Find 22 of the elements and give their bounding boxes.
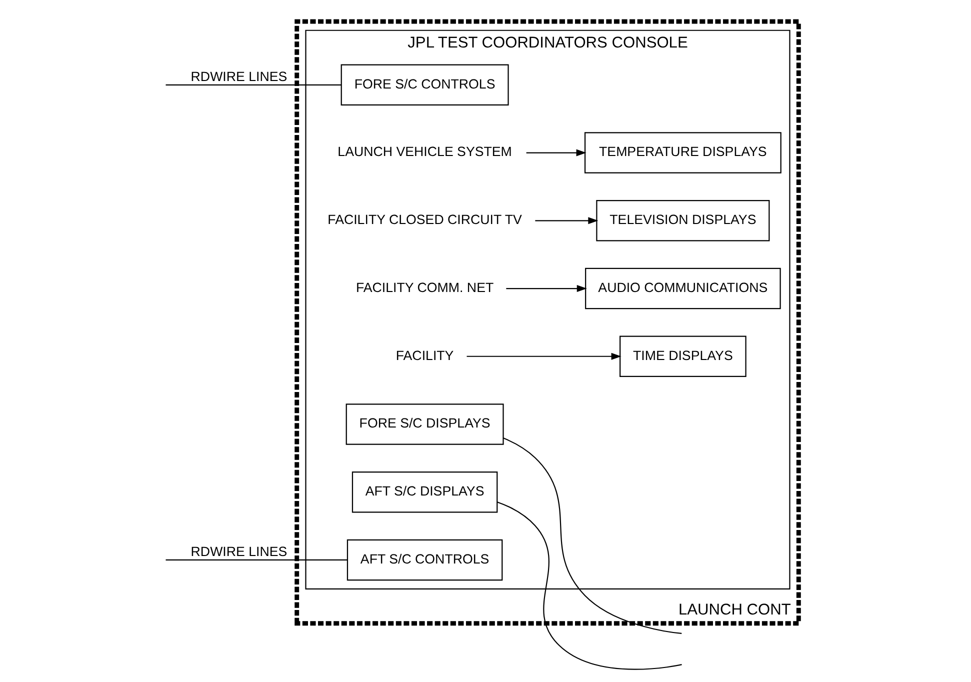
edge-label: RDWIRE LINES xyxy=(190,544,287,560)
node-text: FACILITY CLOSED CIRCUIT TV xyxy=(327,212,522,228)
node-box: AFT S/C CONTROLS xyxy=(346,539,502,581)
arrow xyxy=(506,285,586,292)
node-box: FORE S/C DISPLAYS xyxy=(345,404,504,445)
node-box: TEMPERATURE DISPLAYS xyxy=(584,132,781,174)
node-text: FACILITY xyxy=(395,348,454,363)
node-box: TIME DISPLAYS xyxy=(619,336,746,377)
node-box: AUDIO COMMUNICATIONS xyxy=(584,268,780,310)
node-text: LAUNCH VEHICLE SYSTEM xyxy=(337,144,512,160)
arrow xyxy=(534,217,598,224)
node-text: FACILITY COMM. NET xyxy=(355,280,494,295)
node-box: TELEVISION DISPLAYS xyxy=(596,200,770,242)
connector xyxy=(165,84,341,86)
arrow xyxy=(526,149,586,156)
connector xyxy=(165,559,347,561)
arrow xyxy=(466,352,621,360)
node-box: FORE S/C CONTROLS xyxy=(340,64,508,106)
edge-label: RDWIRE LINES xyxy=(190,69,287,84)
connector xyxy=(502,438,682,634)
node-box: AFT S/C DISPLAYS xyxy=(351,472,498,513)
connector xyxy=(496,502,682,670)
